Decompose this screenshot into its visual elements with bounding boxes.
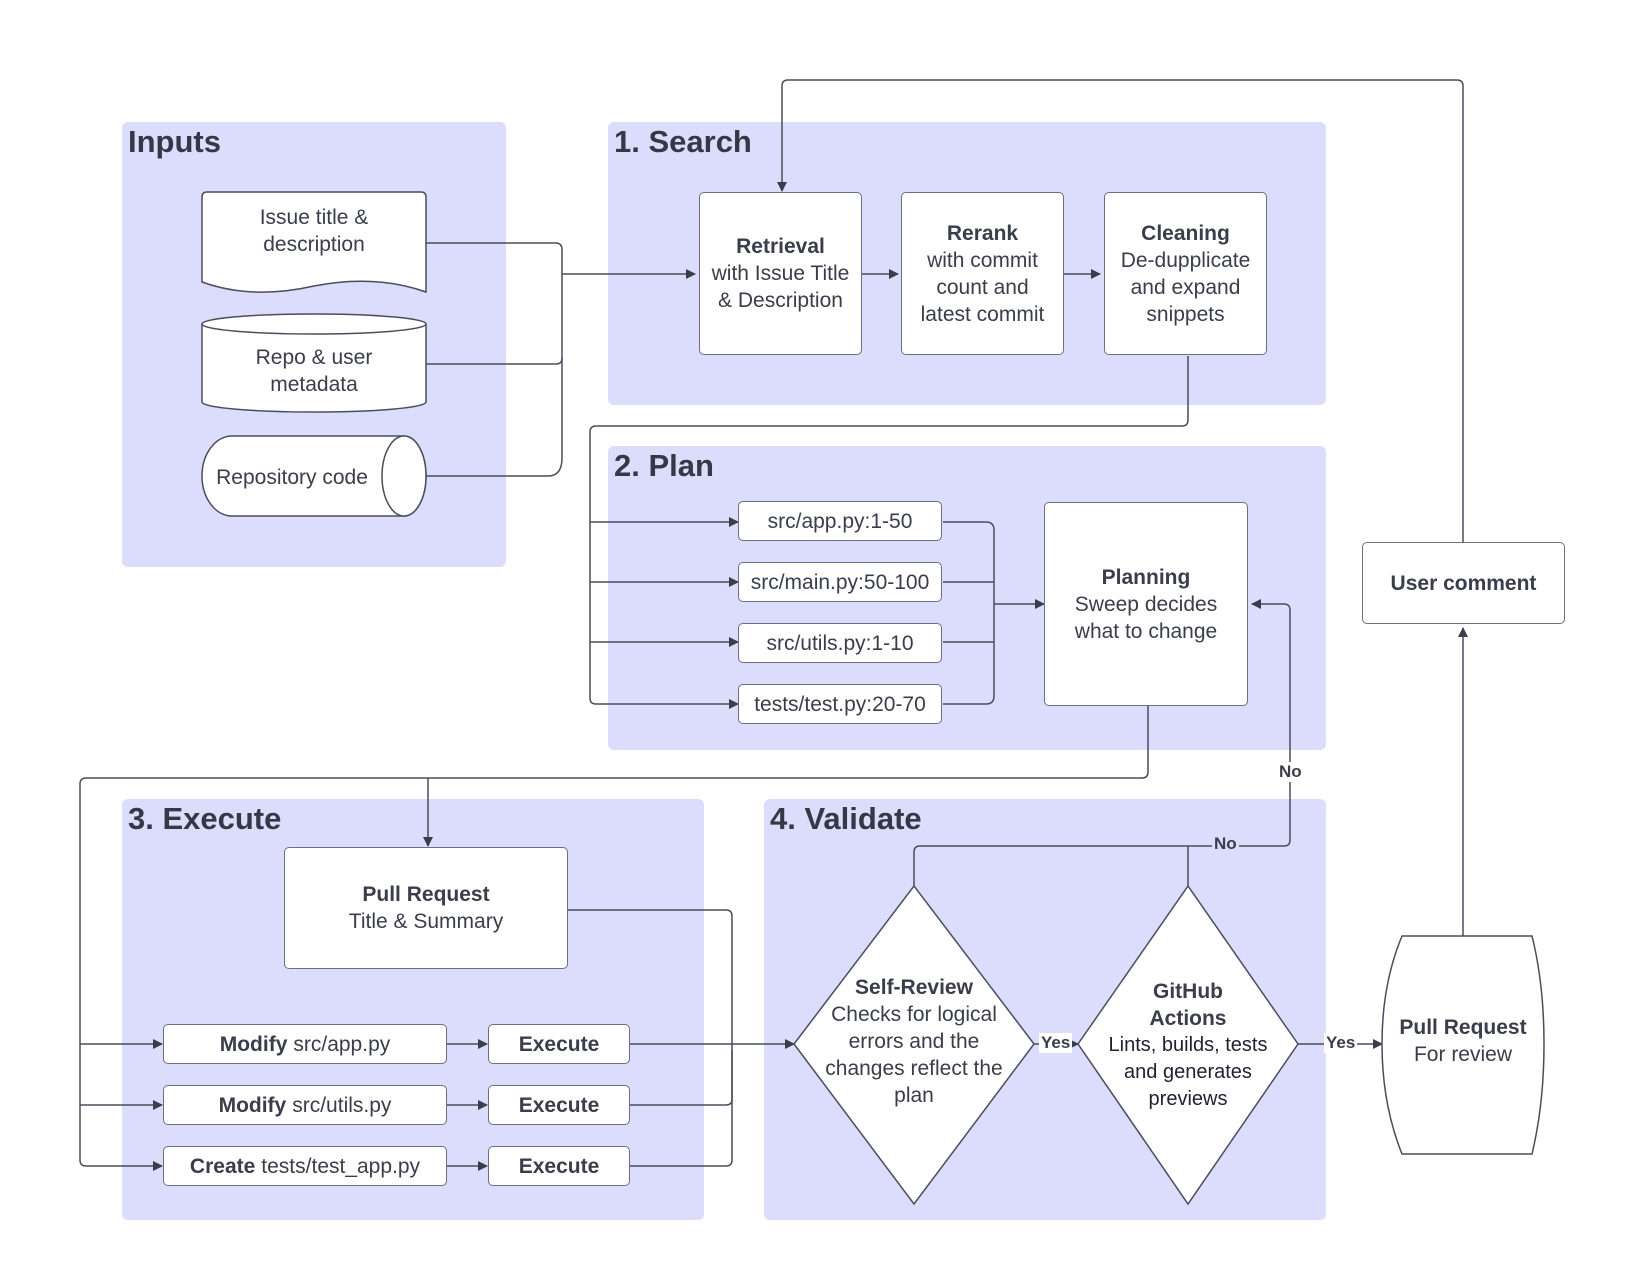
cleaning-desc: De-dupplicate and expand snippets [1120, 248, 1251, 326]
cleaning-node: Cleaning De-dupplicate and expand snippe… [1104, 192, 1267, 355]
pr-review-shape [1381, 935, 1545, 1155]
edge-label-yes: Yes [1039, 1033, 1073, 1053]
self-review-title: Self-Review [855, 975, 973, 999]
task-verb: Modify [219, 1032, 288, 1056]
planning-desc: Sweep decides what to change [1074, 592, 1218, 643]
rerank-desc: with commit count and latest commit [920, 248, 1045, 326]
rerank-title: Rerank [946, 221, 1019, 245]
planning-title: Planning [1101, 565, 1191, 589]
execute-label: Execute [518, 1032, 600, 1056]
pr-summary-desc: Title & Summary [348, 910, 504, 933]
gh-actions-title: GitHub Actions [1149, 979, 1227, 1030]
self-review-node: Self-Review Checks for logical errors an… [818, 966, 1010, 1116]
issue-document-shape [201, 191, 427, 294]
code-input: Repository code [202, 462, 382, 492]
group-title-inputs: Inputs [128, 124, 221, 159]
self-review-desc: Checks for logical errors and the change… [825, 1002, 1003, 1107]
snippet-node: src/main.py:50-100 [738, 562, 942, 602]
group-title-search: 1. Search [614, 124, 752, 159]
edge-label-no: No [1212, 834, 1239, 854]
task-verb: Create [189, 1154, 256, 1178]
issue-input: Issue title & description [202, 198, 426, 264]
gh-actions-node: GitHub Actions Lints, builds, tests and … [1094, 970, 1282, 1120]
snippet-label: src/main.py:50-100 [750, 570, 930, 594]
retrieval-desc: with Issue Title & Description [711, 262, 850, 312]
metadata-database-shape [201, 324, 427, 413]
snippet-node: tests/test.py:20-70 [738, 684, 942, 724]
planning-node: Planning Sweep decides what to change [1044, 502, 1248, 706]
user-comment-node: User comment [1362, 542, 1565, 624]
code-input-label: Repository code [216, 465, 368, 489]
pr-review-title: Pull Request [1399, 1016, 1527, 1039]
edge-label-no: No [1277, 762, 1304, 782]
pr-review-desc: For review [1413, 1043, 1513, 1066]
execute-label: Execute [518, 1154, 600, 1178]
snippet-label: src/app.py:1-50 [767, 509, 913, 533]
group-title-execute: 3. Execute [128, 801, 282, 836]
task-verb: Modify [218, 1093, 287, 1117]
snippet-node: src/utils.py:1-10 [738, 623, 942, 663]
metadata-database-top [201, 313, 427, 335]
snippet-label: tests/test.py:20-70 [754, 692, 926, 716]
edge-label-yes: Yes [1324, 1033, 1358, 1053]
metadata-input: Repo & user metadata [202, 338, 426, 404]
pr-summary-node: Pull Request Title & Summary [284, 847, 568, 969]
rerank-node: Rerank with commit count and latest comm… [901, 192, 1064, 355]
task-target: src/app.py [293, 1032, 391, 1056]
retrieval-title: Retrieval [736, 235, 825, 258]
user-comment-label: User comment [1390, 571, 1537, 595]
snippet-label: src/utils.py:1-10 [766, 631, 914, 655]
execute-label: Execute [518, 1093, 600, 1117]
task-target: tests/test_app.py [261, 1154, 421, 1178]
pr-review-node: Pull Request For review [1386, 1006, 1540, 1076]
execute-node: Execute [488, 1146, 630, 1186]
gh-actions-desc: Lints, builds, tests and generates previ… [1108, 1033, 1268, 1110]
task-target: src/utils.py [292, 1093, 392, 1117]
issue-input-label: Issue title & description [259, 206, 369, 256]
execute-node: Execute [488, 1085, 630, 1125]
metadata-input-label: Repo & user metadata [255, 346, 373, 396]
pr-summary-title: Pull Request [362, 883, 490, 906]
execute-node: Execute [488, 1024, 630, 1064]
gh-actions-diamond-shape [1077, 884, 1299, 1206]
group-title-validate: 4. Validate [770, 801, 922, 836]
cleaning-title: Cleaning [1141, 221, 1230, 245]
retrieval-node: Retrieval with Issue Title & Description [699, 192, 862, 355]
self-review-diamond-shape [793, 884, 1035, 1206]
snippet-node: src/app.py:1-50 [738, 501, 942, 541]
group-title-plan: 2. Plan [614, 448, 714, 483]
